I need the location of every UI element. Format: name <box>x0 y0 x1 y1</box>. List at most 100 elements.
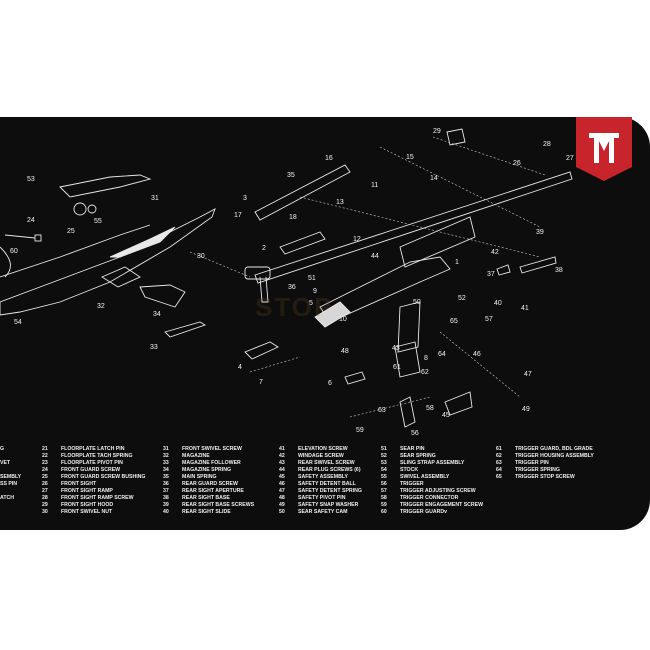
callout-32: 32 <box>97 303 105 310</box>
callout-37: 37 <box>487 271 495 278</box>
parts-drawing <box>0 128 573 428</box>
legend-description: FRONT SIGHT RAMP <box>61 488 113 494</box>
legend-number: 42 <box>279 453 285 459</box>
legend-row <box>0 488 21 495</box>
legend-description: SEAR SAFETY CAM <box>298 509 348 515</box>
legend-description: TRIGGER HOUSING ASSEMBLY <box>515 453 594 459</box>
callout-26: 26 <box>513 160 521 167</box>
callout-57: 57 <box>485 316 493 323</box>
legend-description: TRIGGER SPRING <box>515 467 560 473</box>
callout-43: 43 <box>392 345 400 352</box>
legend-number: 37 <box>163 488 169 494</box>
callout-31: 31 <box>151 195 159 202</box>
legend-description: SEMBLY <box>0 474 22 480</box>
callout-40: 40 <box>494 300 502 307</box>
callout-9: 9 <box>313 288 317 295</box>
legend-number: 62 <box>496 453 502 459</box>
callout-44: 44 <box>371 253 379 260</box>
legend-number: 51 <box>381 446 387 452</box>
legend-number: 47 <box>279 488 285 494</box>
legend-number: 41 <box>279 446 285 452</box>
callout-46: 46 <box>473 351 481 358</box>
callout-52: 52 <box>458 295 466 302</box>
callout-50: 50 <box>413 299 421 306</box>
callout-13: 13 <box>336 199 344 206</box>
callout-47: 47 <box>524 371 532 378</box>
legend-description: FLOORPLATE PIVOT PIN <box>61 460 123 466</box>
watermark-text: STOP <box>255 292 334 322</box>
mm-logo-icon <box>576 117 632 181</box>
legend-description: SWIVEL ASSEMBLY <box>400 474 450 480</box>
legend-description: SS PIN <box>0 481 18 487</box>
legend-description: TRIGGER STOP SCREW <box>515 474 575 480</box>
callout-11: 11 <box>371 182 378 189</box>
legend-number: 30 <box>42 509 48 515</box>
callout-2: 2 <box>262 245 266 252</box>
callout-55: 55 <box>94 218 102 225</box>
legend-row <box>0 453 21 460</box>
legend-number: 65 <box>496 474 502 480</box>
legend-description: ATCH <box>0 495 15 501</box>
callout-30: 30 <box>197 253 205 260</box>
legend-number: 21 <box>42 446 48 452</box>
legend-description: FRONT GUARD SCREW <box>61 467 121 473</box>
legend-description: FRONT SWIVEL SCREW <box>182 446 242 452</box>
callout-42: 42 <box>491 249 499 256</box>
legend-number: 36 <box>163 481 169 487</box>
callout-28: 28 <box>543 141 551 148</box>
legend-number: 49 <box>279 502 285 508</box>
legend-number: 57 <box>381 488 387 494</box>
legend-number: 44 <box>279 467 285 473</box>
legend-number: 56 <box>381 481 387 487</box>
legend-description: REAR SIGHT BASE <box>182 495 230 501</box>
legend-description: STOCK <box>400 467 419 473</box>
callout-41: 41 <box>521 305 529 312</box>
legend-row: 36 REAR GUARD SCREW <box>163 481 254 488</box>
legend-number: 61 <box>496 446 502 452</box>
legend-description: MAGAZINE FOLLOWER <box>182 460 241 466</box>
legend-description: SAFETY DETENT BALL <box>298 481 356 487</box>
callout-61: 61 <box>393 364 401 371</box>
legend-number: 55 <box>381 474 387 480</box>
callout-3: 3 <box>243 195 247 202</box>
callout-17: 17 <box>234 212 242 219</box>
legend-description: G <box>0 446 5 452</box>
legend-number: 27 <box>42 488 48 494</box>
legend-number: 48 <box>279 495 285 501</box>
legend-number: 34 <box>163 467 169 473</box>
callout-16: 16 <box>325 155 333 162</box>
callout-35: 35 <box>287 172 295 179</box>
legend-number: 38 <box>163 495 169 501</box>
legend-number: 25 <box>42 474 48 480</box>
legend-description: REAR SIGHT BASE SCREWS <box>182 502 255 508</box>
legend-description: REAR SIGHT APERTURE <box>182 488 244 494</box>
callout-54: 54 <box>14 319 22 326</box>
legend-description: REAR PLUG SCREWS (6) <box>298 467 361 473</box>
legend-description: REAR GUARD SCREW <box>182 481 238 487</box>
legend-description: FLOORPLATE TACH SPRING <box>61 453 133 459</box>
callout-39: 39 <box>536 229 544 236</box>
legend-number: 33 <box>163 460 169 466</box>
